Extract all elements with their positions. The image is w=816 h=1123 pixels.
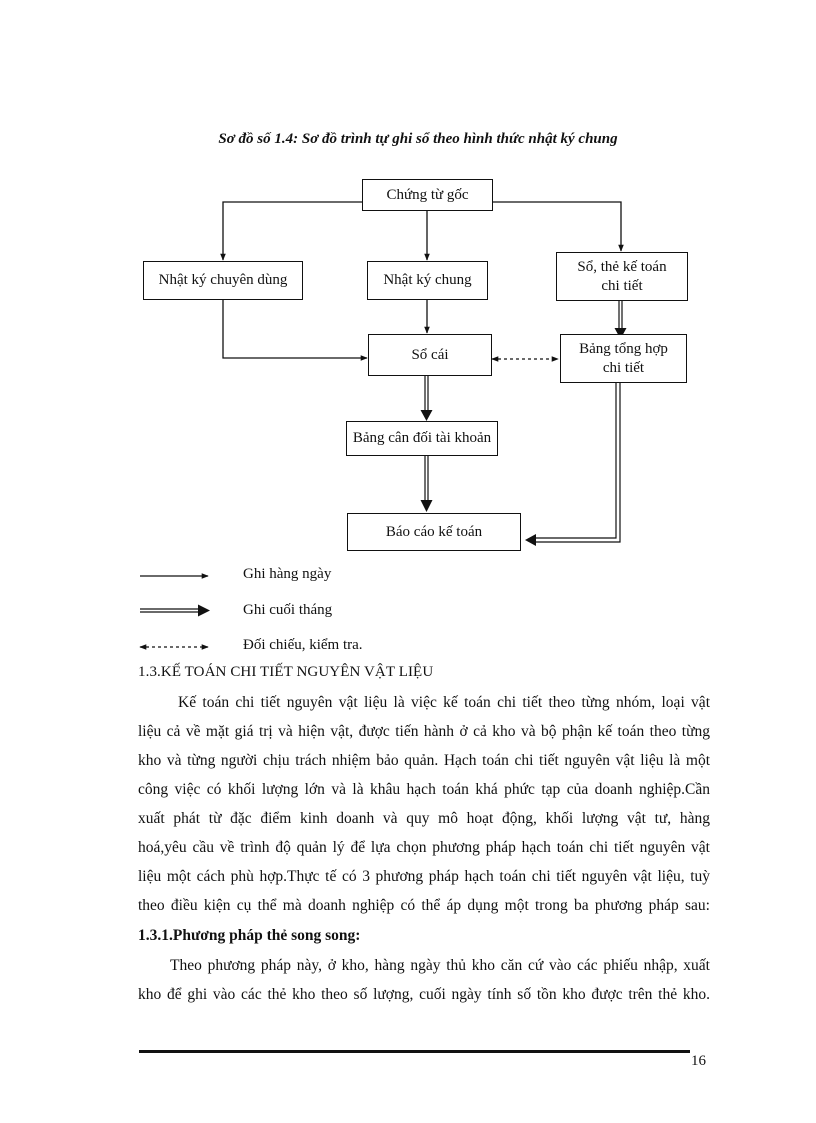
- paragraph-line: công việc có khối lượng lớn và là khâu h…: [138, 781, 710, 798]
- body-paragraph: Kế toán chi tiết nguyên vật liệu là việc…: [138, 688, 710, 920]
- arrow-chuyen-dung-to-so-cai: [222, 300, 368, 361]
- paragraph-line: Theo phương pháp này, ở kho, hàng ngày t…: [170, 957, 710, 974]
- double-arrow-bang-tong-hop-to-bao-cao: [525, 534, 536, 546]
- legend-reconcile-label: Đối chiếu, kiểm tra.: [243, 637, 363, 653]
- paragraph-line: liệu một cách phù hợp.Thực tế có 3 phươn…: [138, 868, 710, 885]
- section-heading: 1.3.KẾ TOÁN CHI TIẾT NGUYÊN VẬT LIỆU: [138, 664, 434, 680]
- node-so-cai: Sổ cái: [368, 334, 492, 376]
- legend-month-end-label: Ghi cuối tháng: [243, 602, 333, 618]
- legend-daily-label: Ghi hàng ngày: [243, 566, 332, 582]
- node-nhat-ky-chung: Nhật ký chung: [367, 261, 488, 300]
- subsection-paragraph: Theo phương pháp này, ở kho, hàng ngày t…: [138, 951, 710, 1009]
- paragraph-line: theo điều kiện cụ thể mà doanh nghiệp có…: [138, 897, 710, 914]
- double-arrow-to-bang-tong-hop: [614, 328, 627, 339]
- legend-arrow-month-end: [198, 604, 210, 617]
- node-nhat-ky-chuyen-dung: Nhật ký chuyên dùng: [143, 261, 303, 300]
- paragraph-line: kho và từng người chịu trách nhiệm bảo q…: [138, 752, 710, 769]
- node-bang-tong-hop-chi-tiet: Bảng tổng hợp chi tiết: [560, 334, 687, 383]
- node-bang-can-doi-tai-khoan: Bảng cân đối tài khoản: [346, 421, 498, 456]
- paragraph-line: hoá,yêu cầu về trình độ quản lý để lựa c…: [138, 839, 710, 856]
- paragraph-line: liệu cả về mặt giá trị và hiện vật, được…: [138, 723, 710, 740]
- footer-rule: [139, 1050, 690, 1053]
- page-number: 16: [691, 1053, 706, 1069]
- paragraph-line: kho để ghi vào các thẻ kho theo số lượng…: [138, 986, 710, 1003]
- diagram-connectors: [139, 201, 627, 650]
- arrow-to-nhat-ky-chuyen-dung: [220, 201, 362, 261]
- diagram-caption: Sơ đồ số 1.4: Sơ đồ trình tự ghi sổ theo…: [218, 131, 618, 147]
- paragraph-line: Kế toán chi tiết nguyên vật liệu là việc…: [178, 694, 710, 711]
- double-arrow-to-bao-cao: [420, 500, 433, 512]
- paragraph-line: xuất phát từ đặc điểm kinh doanh và quy …: [138, 810, 710, 827]
- arrow-to-so-the-chi-tiet: [493, 201, 624, 252]
- node-bao-cao-ke-toan: Báo cáo kế toán: [347, 513, 521, 551]
- node-so-the-ke-toan-chi-tiet: Sổ, thẻ kế toán chi tiết: [556, 252, 688, 301]
- double-arrow-to-bang-can-doi: [420, 410, 433, 421]
- subsection-heading: 1.3.1.Phương pháp thẻ song song:: [138, 927, 361, 944]
- node-chung-tu-goc: Chứng từ gốc: [362, 179, 493, 211]
